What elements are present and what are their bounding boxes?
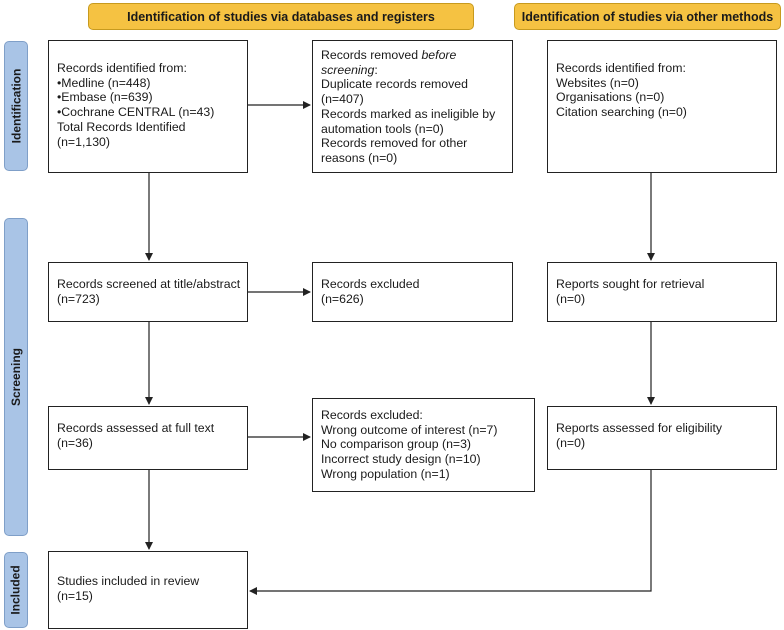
box-other-identified: Records identified from: Websites (n=0) … — [547, 40, 777, 173]
box-reports-sought: Reports sought for retrieval (n=0) — [547, 262, 777, 322]
phase-included: Included — [4, 552, 28, 628]
box-records-identified: Records identified from: •Medline (n=448… — [48, 40, 248, 173]
box-records-removed: Records removed before screening: Duplic… — [312, 40, 513, 173]
phase-identification: Identification — [4, 41, 28, 171]
box-records-screened: Records screened at title/abstract (n=72… — [48, 262, 248, 322]
box-reports-eligibility: Reports assessed for eligibility (n=0) — [547, 406, 777, 470]
arrow-eligibility-to-included — [249, 470, 652, 595]
box-studies-included: Studies included in review (n=15) — [48, 551, 248, 629]
box-records-excluded-full-text: Records excluded: Wrong outcome of inter… — [312, 398, 535, 492]
phase-screening: Screening — [4, 218, 28, 536]
header-databases-registers: Identification of studies via databases … — [88, 3, 474, 30]
box-records-excluded-screening: Records excluded (n=626) — [312, 262, 513, 322]
box-records-full-text: Records assessed at full text (n=36) — [48, 406, 248, 470]
header-other-methods: Identification of studies via other meth… — [514, 3, 781, 30]
